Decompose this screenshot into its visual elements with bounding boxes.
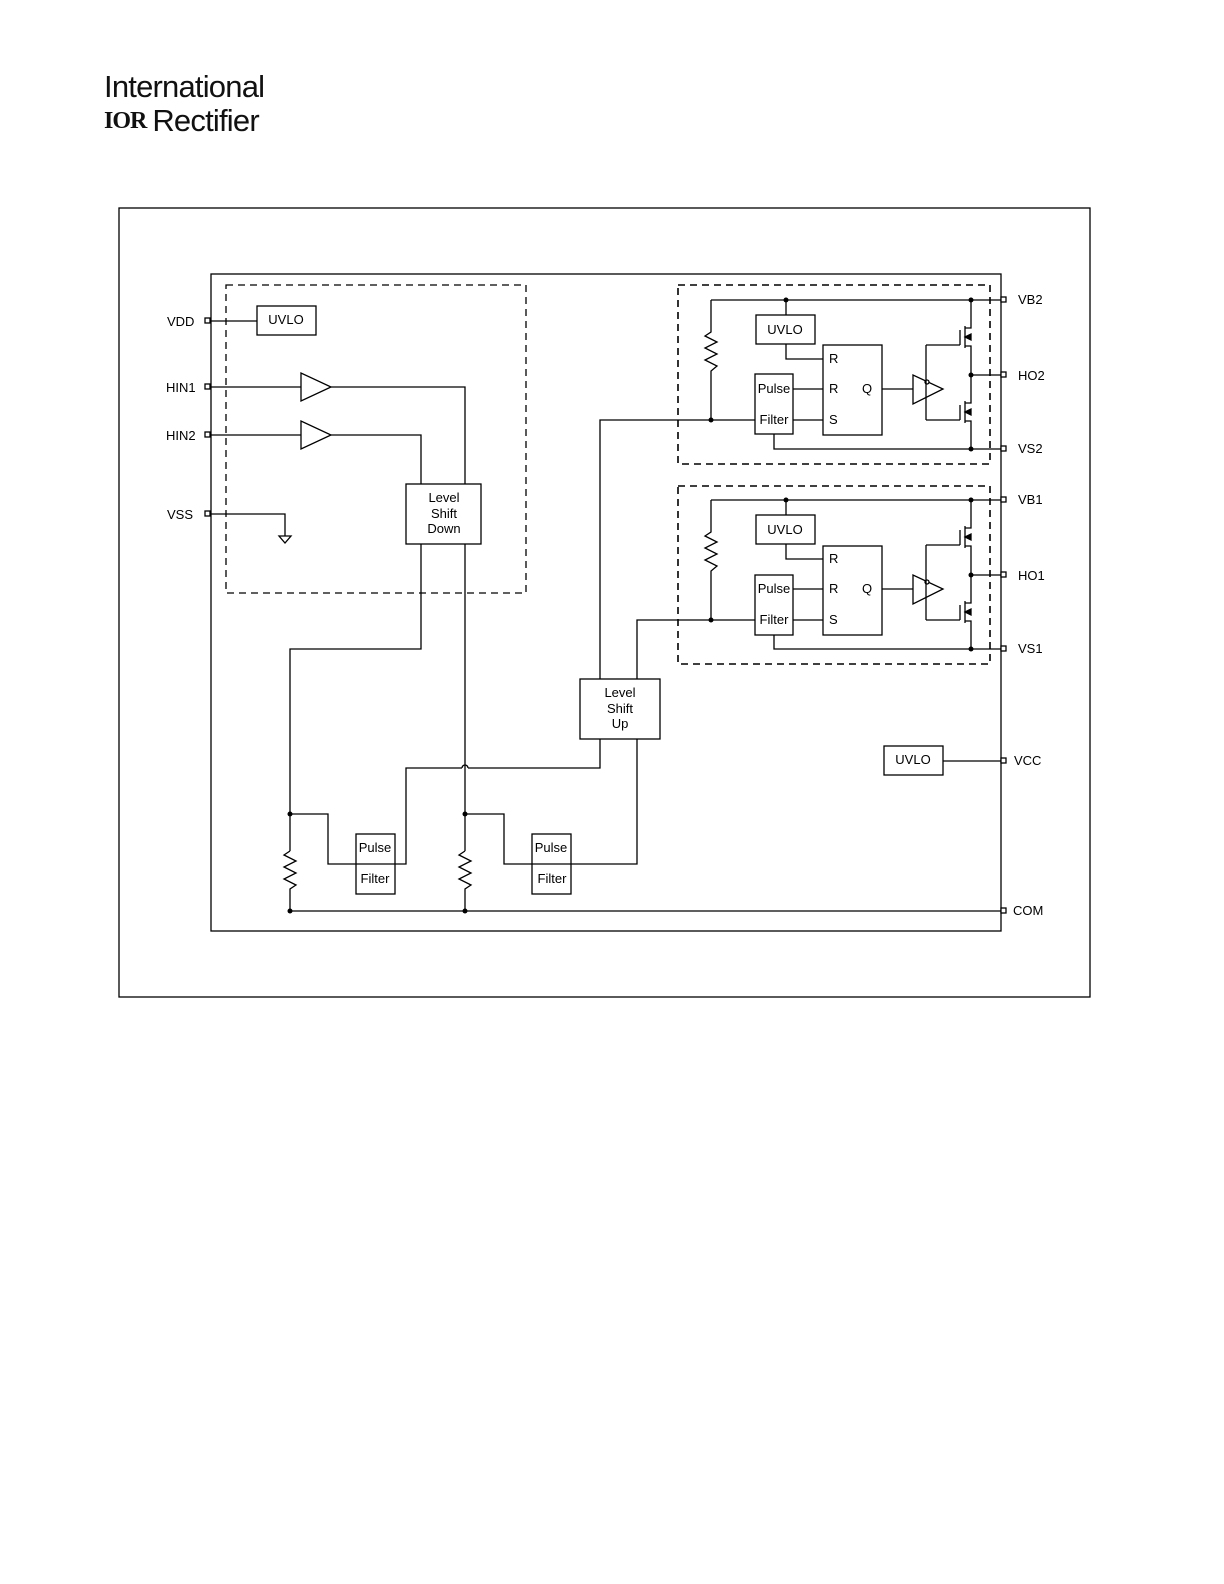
high-side-2-section xyxy=(677,284,991,465)
uvlo-vcc-label: UVLO xyxy=(895,752,930,767)
pin-vdd: VDD xyxy=(167,314,211,329)
pin-vs1: VS1 xyxy=(1000,641,1043,656)
pulse-filter-low-1-pulse: Pulse xyxy=(359,840,392,855)
hin2-buffer xyxy=(300,419,333,451)
latch-hs2-r1: R xyxy=(829,351,838,366)
pulse-filter-hs1-filter: Filter xyxy=(760,612,790,627)
hs2-driver-inverter xyxy=(912,373,945,406)
level-shift-down-line3: Down xyxy=(427,521,460,536)
pin-com: COM xyxy=(1000,903,1043,918)
uvlo-vdd-block xyxy=(256,305,317,336)
latch-hs1 xyxy=(822,545,883,636)
pulse-filter-low-2-pulse: Pulse xyxy=(535,840,568,855)
pin-com-label: COM xyxy=(1013,903,1043,918)
level-shift-up-line1: Level xyxy=(604,685,635,700)
pin-ho2: HO2 xyxy=(1000,368,1045,383)
level-shift-down-line1: Level xyxy=(428,490,459,505)
level-shift-up-block xyxy=(579,678,661,740)
pulse-filter-hs2-filter: Filter xyxy=(760,412,790,427)
ground-icon xyxy=(277,535,293,544)
pin-hin1-label: HIN1 xyxy=(166,380,196,395)
hs1-driver-inverter xyxy=(912,573,945,606)
pin-vdd-label: VDD xyxy=(167,314,194,329)
pin-vs2-label: VS2 xyxy=(1018,441,1043,456)
outer-frame xyxy=(118,207,1091,998)
pin-hin2: HIN2 xyxy=(166,428,211,443)
pin-vs1-label: VS1 xyxy=(1018,641,1043,656)
pin-vcc: VCC xyxy=(1000,753,1041,768)
low-side-logic-section xyxy=(225,284,527,594)
latch-hs1-q: Q xyxy=(862,581,872,596)
latch-hs1-s: S xyxy=(829,612,838,627)
company-logo: International IOR Rectifier xyxy=(104,69,265,138)
hin1-buffer xyxy=(300,371,333,403)
pulldown-resistor-1 xyxy=(282,850,298,911)
logo-text-international: International xyxy=(104,69,265,104)
level-shift-down-line2: Shift xyxy=(431,506,457,521)
level-shift-down-block xyxy=(405,483,482,545)
uvlo-vdd-label: UVLO xyxy=(268,312,303,327)
latch-hs2-r2: R xyxy=(829,381,838,396)
pulse-filter-low-1-filter: Filter xyxy=(361,871,391,886)
hs1-high-mosfet xyxy=(959,500,972,575)
uvlo-hs2-label: UVLO xyxy=(767,322,802,337)
hs1-resistor xyxy=(703,500,719,620)
pin-vss: VSS xyxy=(167,507,211,522)
pulse-filter-hs1-pulse: Pulse xyxy=(758,581,791,596)
latch-hs2-q: Q xyxy=(862,381,872,396)
latch-hs1-r1: R xyxy=(829,551,838,566)
hs2-resistor xyxy=(703,300,719,420)
pulse-filter-low-2-filter: Filter xyxy=(538,871,568,886)
pin-ho2-label: HO2 xyxy=(1018,368,1045,383)
pin-ho1: HO1 xyxy=(1000,568,1045,583)
latch-hs2-s: S xyxy=(829,412,838,427)
pulse-filter-hs2-pulse: Pulse xyxy=(758,381,791,396)
pin-vb1-label: VB1 xyxy=(1018,492,1043,507)
latch-hs2 xyxy=(822,344,883,436)
hs2-low-mosfet xyxy=(959,375,972,449)
logo-mark: IOR xyxy=(104,108,147,134)
pin-hin2-label: HIN2 xyxy=(166,428,196,443)
pin-hin1: HIN1 xyxy=(166,380,211,395)
pulldown-resistor-2 xyxy=(457,850,473,911)
level-shift-up-line2: Shift xyxy=(607,701,633,716)
level-shift-up-line3: Up xyxy=(612,716,629,731)
pin-vb2: VB2 xyxy=(1000,292,1043,307)
hs2-high-mosfet xyxy=(959,300,972,375)
uvlo-hs1-label: UVLO xyxy=(767,522,802,537)
hs1-low-mosfet xyxy=(959,575,972,649)
pin-vcc-label: VCC xyxy=(1014,753,1041,768)
pin-vs2: VS2 xyxy=(1000,441,1043,456)
pin-ho1-label: HO1 xyxy=(1018,568,1045,583)
logo-text-rectifier: Rectifier xyxy=(152,103,259,138)
pin-vb2-label: VB2 xyxy=(1018,292,1043,307)
high-side-1-section xyxy=(677,485,991,665)
latch-hs1-r2: R xyxy=(829,581,838,596)
chip-boundary xyxy=(210,273,1002,932)
pin-vb1: VB1 xyxy=(1000,492,1043,507)
pin-vss-label: VSS xyxy=(167,507,193,522)
